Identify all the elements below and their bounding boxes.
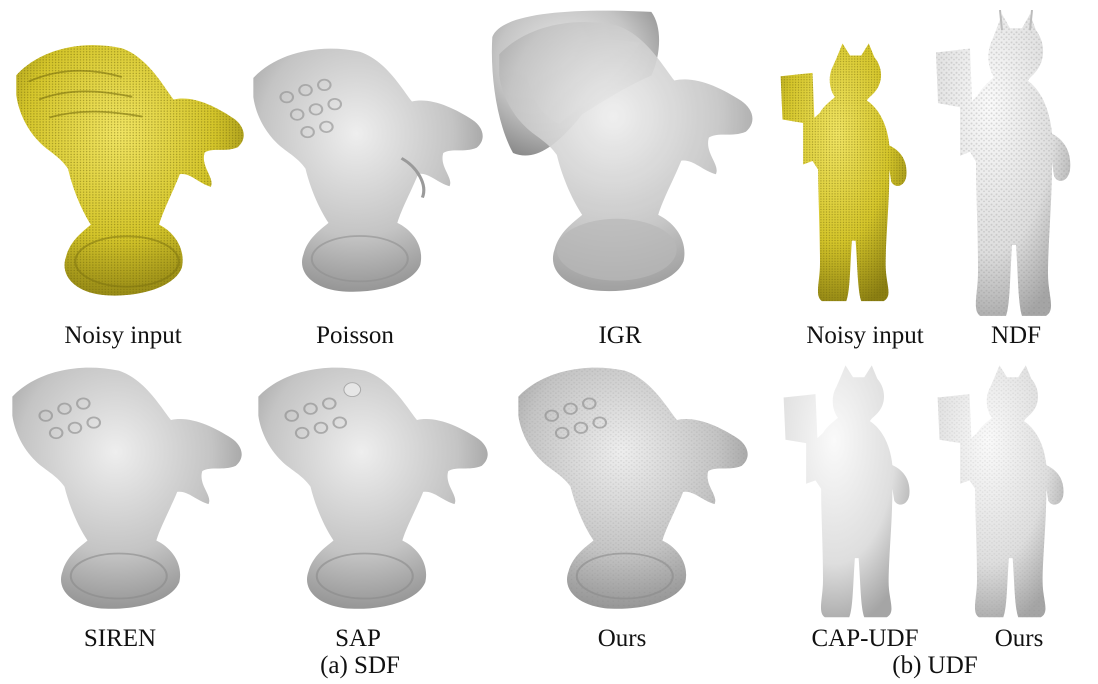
caption-cap-udf: CAP-UDF [811,625,919,652]
gargoyle-poisson-render [245,36,485,298]
group-caption-udf: (b) UDF [892,652,978,679]
bear-ours-render [932,362,1082,624]
gargoyle-sap-render [250,355,490,615]
caption-siren: SIREN [83,625,157,652]
caption-noisy-input-udf: Noisy input [806,322,924,349]
caption-ours-udf: Ours [994,625,1044,652]
caption-poisson: Poisson [316,322,394,349]
gargoyle-igr-render [490,8,755,298]
caption-ours-sdf: Ours [597,625,647,652]
caption-sap: SAP [335,625,381,652]
caption-igr: IGR [598,322,642,349]
group-caption-sdf: (a) SDF [320,652,400,679]
caption-noisy-input-sdf: Noisy input [64,322,182,349]
gargoyle-ours-render [510,355,750,615]
gargoyle-noisy-render [8,32,246,302]
gargoyle-siren-render [4,355,244,615]
bear-capudf-render [778,362,928,624]
caption-ndf: NDF [990,322,1041,349]
bear-noisy-render [775,40,925,308]
bear-ndf-render [930,10,1090,324]
